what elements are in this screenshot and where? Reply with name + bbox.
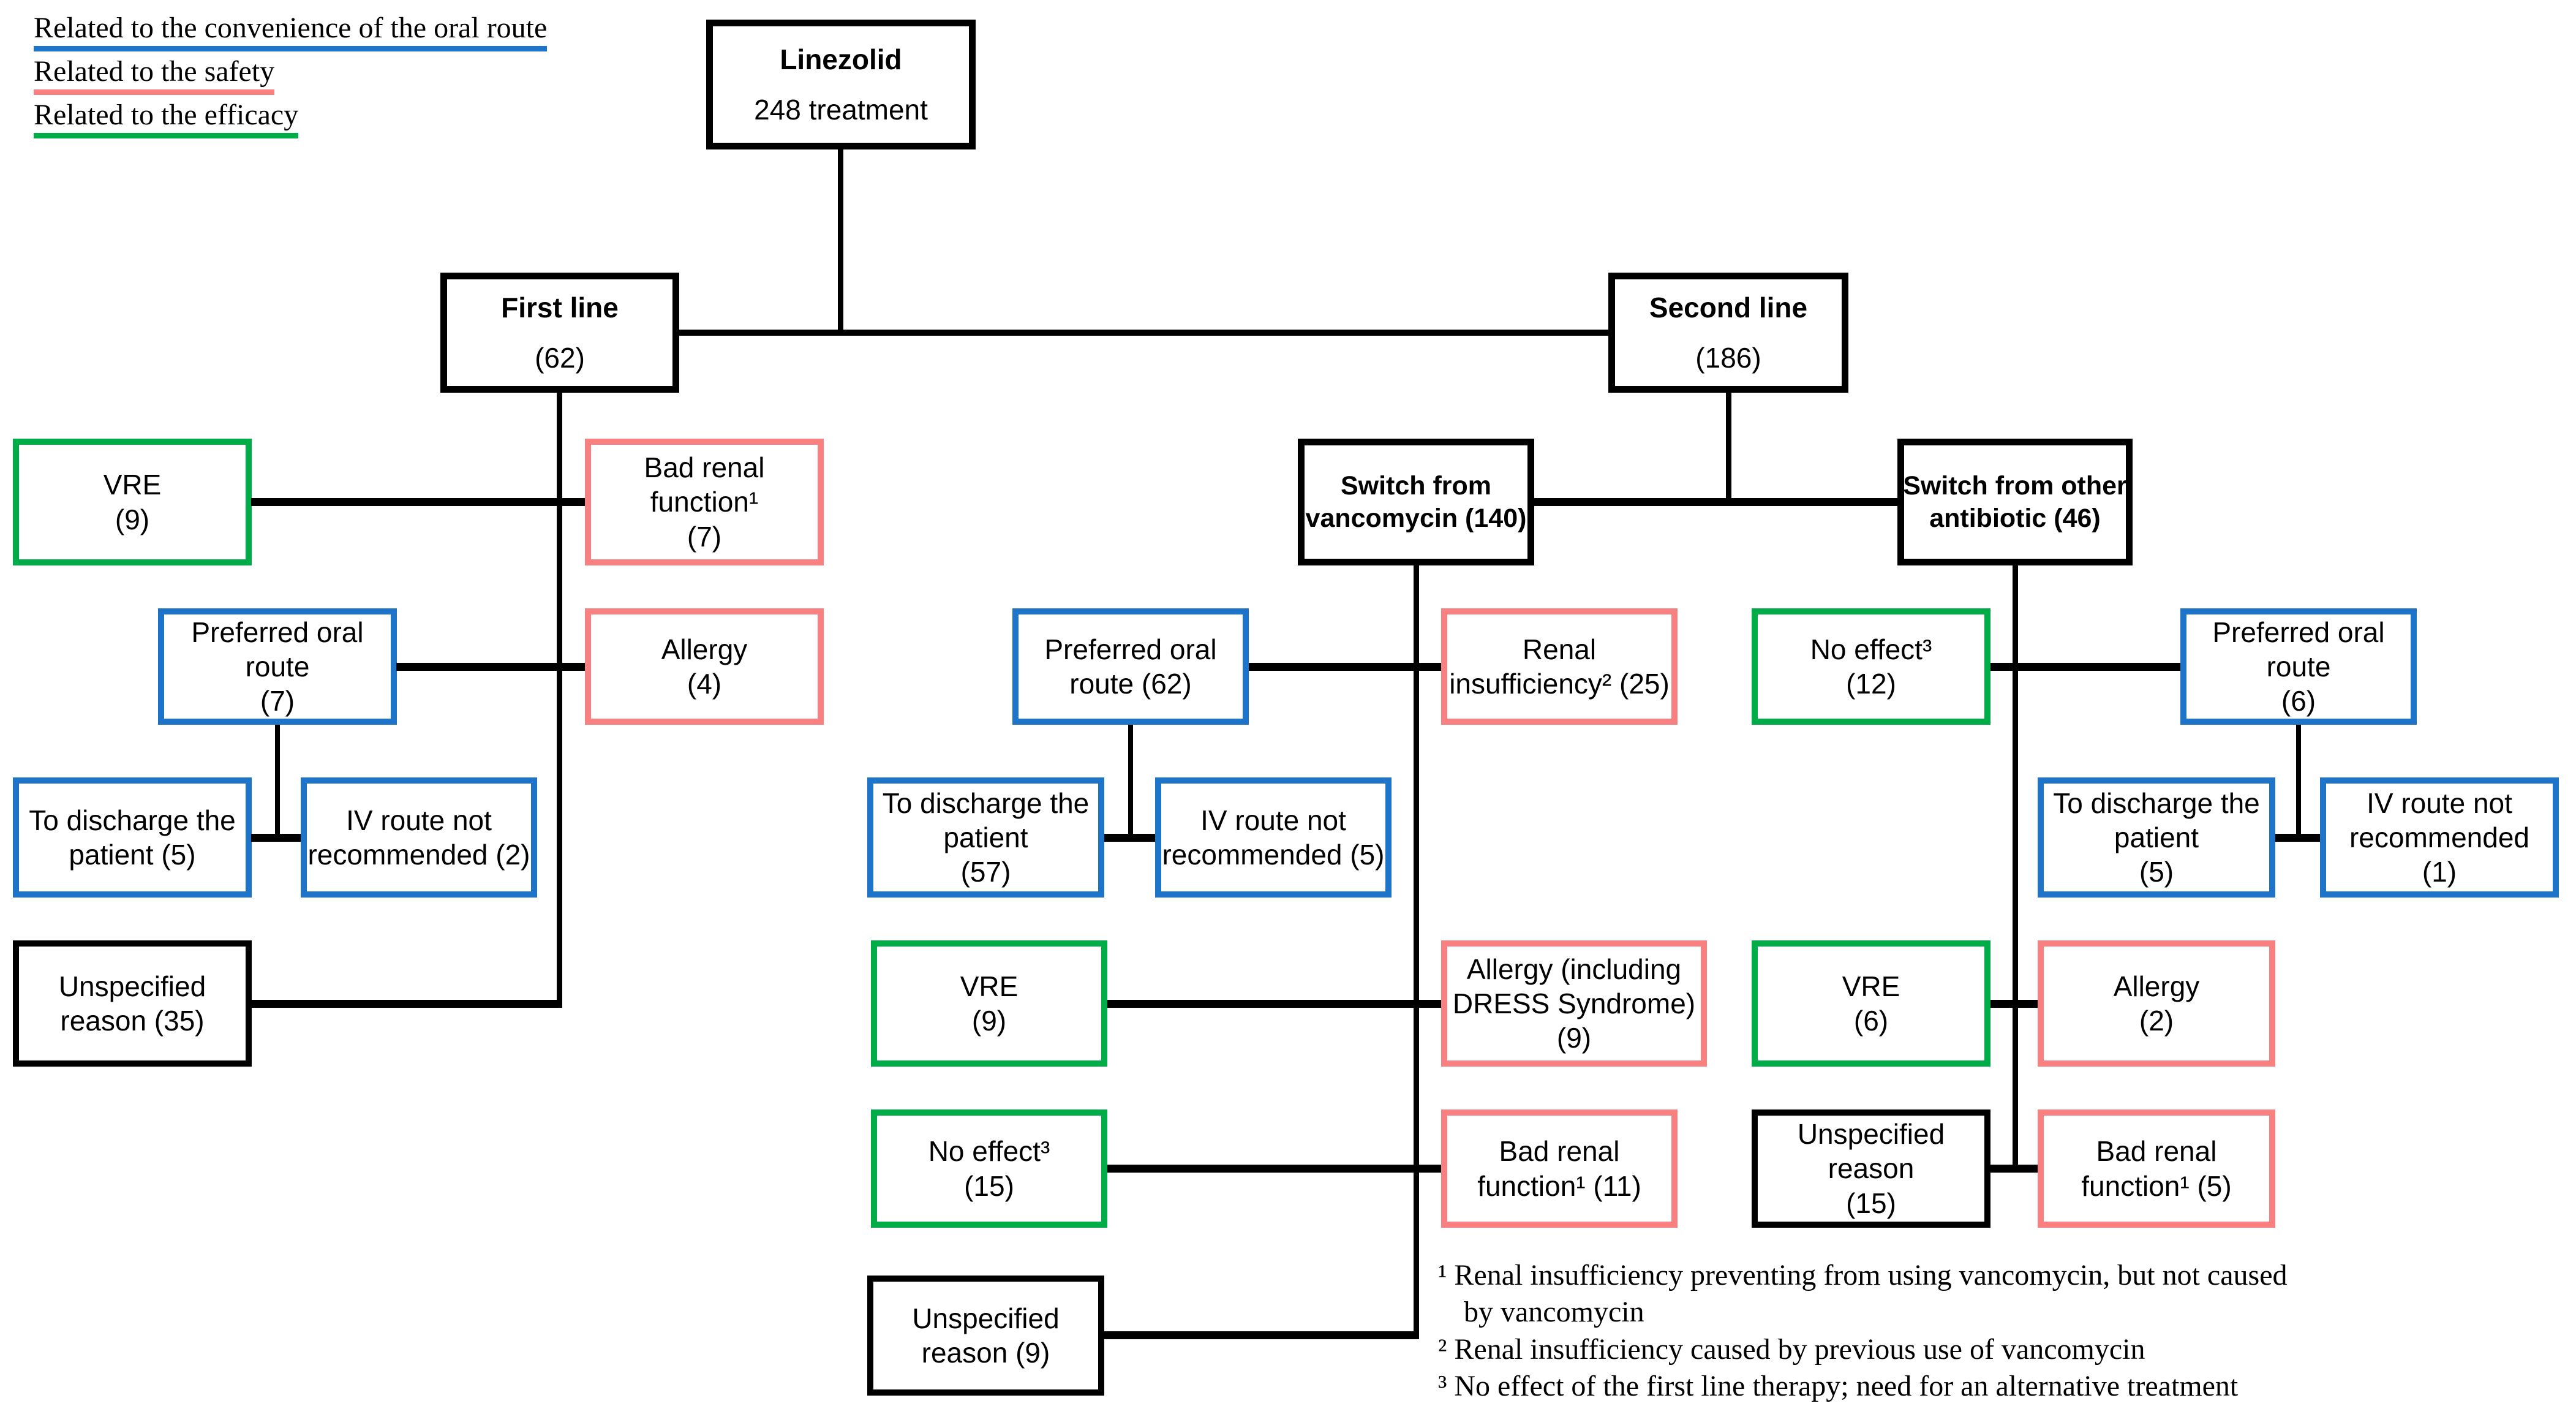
node-no-effect-vanco-text: No effect³ (15) [928,1135,1050,1202]
node-allergy-first: Allergy (4) [585,608,824,725]
node-allergy-first-text: Allergy (4) [661,633,748,700]
connector-first-preforal-down [275,725,280,842]
node-second-line: Second line (186) [1608,273,1848,393]
node-discharge-first-text: To discharge the patient (5) [29,804,236,871]
connector-vanco-rowB [1249,663,1441,671]
node-preferred-oral-other-text: Preferred oral route (6) [2212,616,2385,717]
node-first-line-count: (62) [535,342,585,374]
node-preferred-oral-first-text: Preferred oral route (7) [191,616,364,717]
node-preferred-oral-other: Preferred oral route (6) [2180,608,2417,725]
node-bad-renal-vanco-text: Bad renal function¹ (11) [1477,1135,1641,1202]
node-iv-route-vanco: IV route not recommended (5) [1155,777,1392,898]
legend-item-efficacy: Related to the efficacy [34,99,299,138]
footnote-2: ² Renal insufficiency caused by previous… [1438,1332,2145,1366]
connector-second-horizontal [1534,498,1897,506]
node-vre-other: VRE (6) [1752,940,1990,1067]
node-no-effect-vanco: No effect³ (15) [871,1109,1107,1228]
node-allergy-dress-text: Allergy (including DRESS Syndrome) (9) [1452,953,1696,1054]
node-vre-vanco: VRE (9) [871,940,1107,1067]
legend-label-safety: Related to the safety [34,55,275,88]
node-discharge-other-text: To discharge the patient (5) [2053,787,2260,888]
legend-label-convenience: Related to the convenience of the oral r… [34,12,548,44]
connector-first-rowC [251,834,301,842]
node-unspecified-vanco-text: Unspecified reason (9) [912,1302,1060,1369]
connector-vanco-preforal-down [1128,725,1133,842]
node-iv-route-other: IV route not recommended (1) [2320,777,2559,898]
connector-other-rowE [1990,1165,2038,1173]
connector-first-rowB [396,663,585,671]
node-preferred-oral-vanco-text: Preferred oral route (62) [1044,633,1217,700]
node-vre-vanco-text: VRE (9) [960,970,1019,1037]
node-second-line-count: (186) [1695,342,1761,374]
node-unspecified-vanco: Unspecified reason (9) [867,1276,1104,1396]
legend-item-safety: Related to the safety [34,55,275,95]
node-allergy-dress: Allergy (including DRESS Syndrome) (9) [1441,940,1707,1067]
node-bad-renal-first: Bad renal function¹ (7) [585,439,824,565]
node-first-line: First line (62) [440,273,679,393]
node-no-effect-other: No effect³ (12) [1752,608,1990,725]
connector-other-rowB [1990,663,2180,671]
legend: Related to the convenience of the oral r… [34,12,548,144]
connector-firstline-trunk [557,393,562,1008]
connector-first-rowA [251,498,585,506]
node-bad-renal-other-text: Bad renal function¹ (5) [2081,1135,2232,1202]
connector-vanco-trunk [1414,565,1419,1339]
node-iv-route-vanco-text: IV route not recommended (5) [1162,804,1385,871]
connector-other-trunk [2013,565,2018,1173]
node-discharge-vanco-text: To discharge the patient (57) [882,787,1090,888]
node-preferred-oral-first: Preferred oral route (7) [158,608,397,725]
node-bad-renal-vanco: Bad renal function¹ (11) [1441,1109,1678,1228]
connector-vanco-rowD [1107,1000,1441,1008]
node-switch-other: Switch from other antibiotic (46) [1897,439,2133,565]
connector-vanco-rowE [1107,1165,1441,1173]
node-allergy-other-text: Allergy (2) [2113,970,2200,1037]
node-vre-first-text: VRE (9) [103,469,162,535]
node-bad-renal-first-text: Bad renal function¹ (7) [644,452,765,553]
node-renal-insufficiency-text: Renal insufficiency² (25) [1449,633,1670,700]
legend-item-convenience: Related to the convenience of the oral r… [34,12,548,51]
node-vre-first: VRE (9) [13,439,252,565]
node-discharge-first: To discharge the patient (5) [13,777,252,898]
footnote-1: ¹ Renal insufficiency preventing from us… [1438,1259,2288,1291]
node-switch-vancomycin: Switch from vancomycin (140) [1298,439,1534,565]
node-linezolid-subtitle: 248 treatment [754,94,928,126]
connector-vanco-rowC [1104,834,1155,842]
node-unspecified-other: Unspecified reason (15) [1752,1109,1990,1228]
connector-level1-horizontal [679,330,1608,336]
node-second-line-title: Second line [1649,291,1808,323]
node-switch-vancomycin-text: Switch from vancomycin (140) [1305,471,1527,533]
node-unspecified-first-text: Unspecified reason (35) [58,970,206,1037]
node-unspecified-first: Unspecified reason (35) [13,940,252,1067]
connector-other-rowD [1990,1000,2038,1008]
node-iv-route-other-text: IV route not recommended (1) [2349,787,2530,888]
legend-label-efficacy: Related to the efficacy [34,99,299,131]
footnotes: ¹ Renal insufficiency preventing from us… [1438,1257,2540,1405]
connector-root-down [838,149,843,335]
node-preferred-oral-vanco: Preferred oral route (62) [1012,608,1249,725]
node-unspecified-other-text: Unspecified reason (15) [1797,1118,1945,1219]
node-vre-other-text: VRE (6) [1842,970,1900,1037]
node-renal-insufficiency: Renal insufficiency² (25) [1441,608,1678,725]
connector-secondline-down [1726,393,1731,506]
connector-first-rowD [251,1000,562,1008]
node-first-line-title: First line [501,291,619,323]
connector-vanco-rowF [1104,1331,1419,1339]
node-discharge-other: To discharge the patient (5) [2038,777,2275,898]
node-linezolid: Linezolid 248 treatment [706,20,976,149]
node-iv-route-first: IV route not recommended (2) [301,777,537,898]
node-no-effect-other-text: No effect³ (12) [1810,633,1932,700]
node-discharge-vanco: To discharge the patient (57) [867,777,1104,898]
footnote-3: ³ No effect of the first line therapy; n… [1438,1370,2239,1403]
node-bad-renal-other: Bad renal function¹ (5) [2038,1109,2275,1228]
node-linezolid-title: Linezolid [780,43,902,75]
connector-other-preforal-down [2296,725,2301,842]
node-iv-route-first-text: IV route not recommended (2) [307,804,530,871]
footnote-1-continued: by vancomycin [1464,1296,1644,1329]
node-switch-other-text: Switch from other antibiotic (46) [1903,471,2127,533]
connector-other-rowC [2275,834,2320,842]
node-allergy-other: Allergy (2) [2038,940,2275,1067]
